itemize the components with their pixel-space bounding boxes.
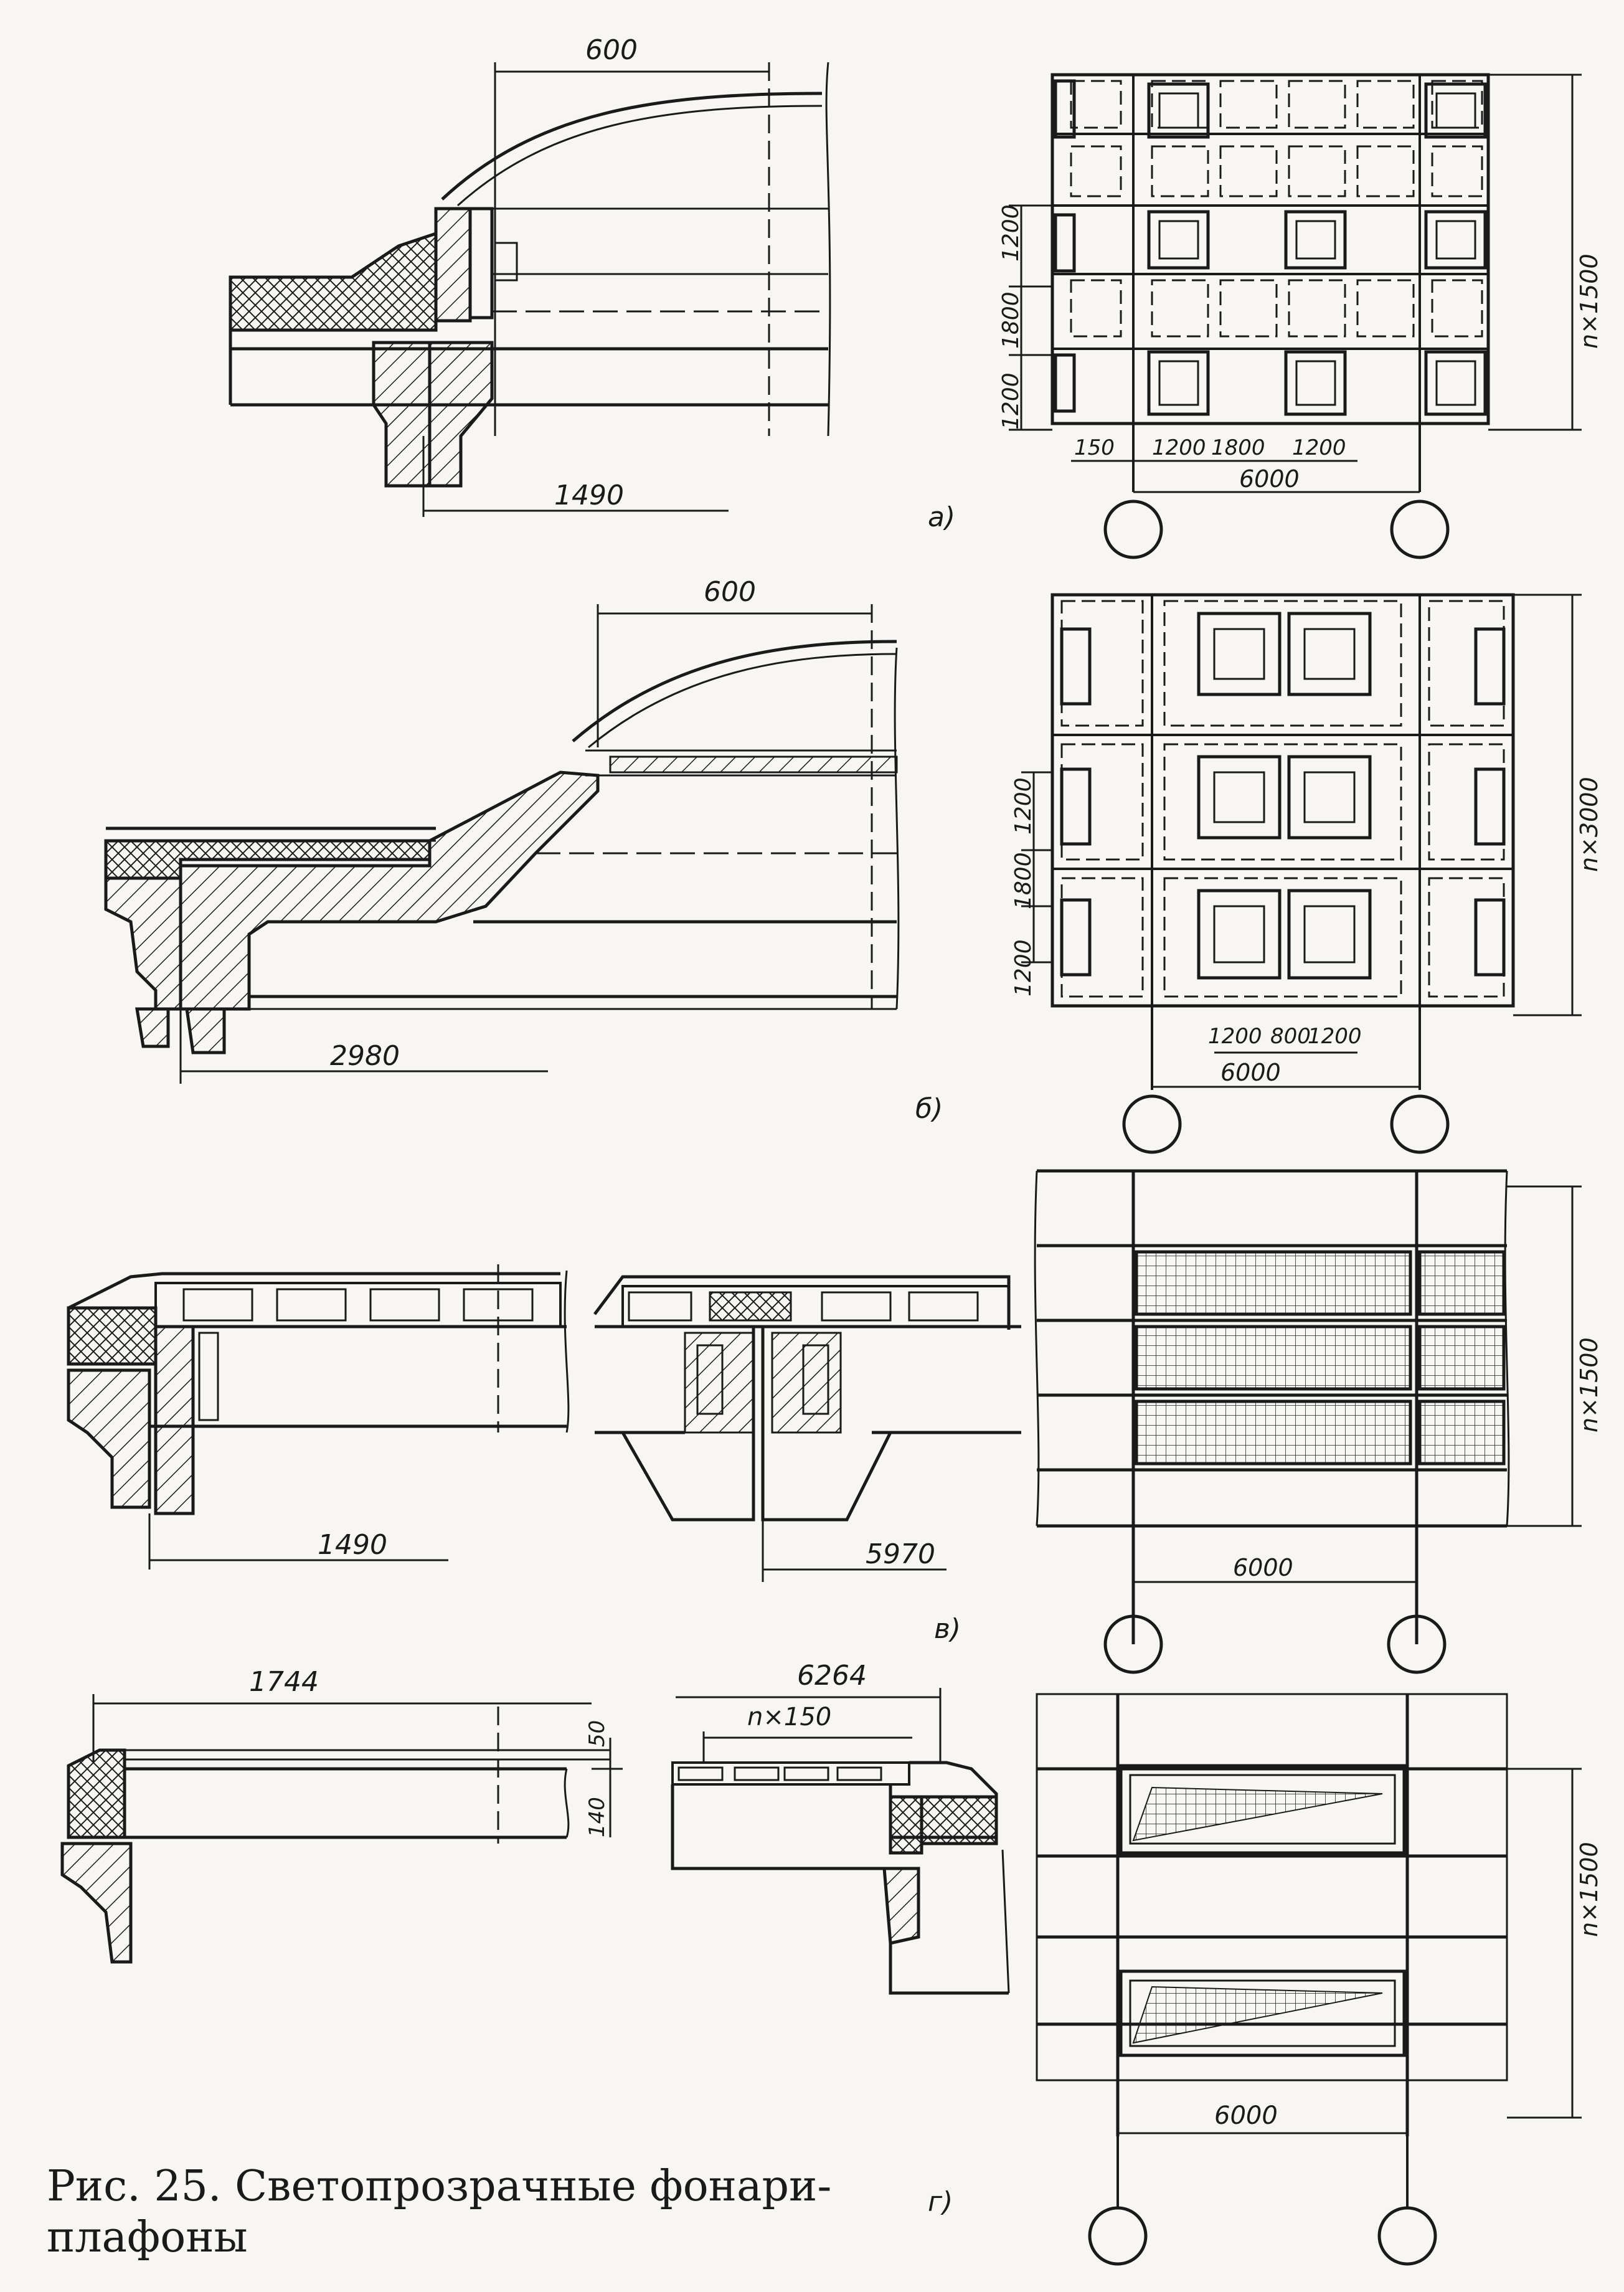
dim-a-plan-h2: 1200: [1152, 435, 1206, 460]
dim-a-plan-v1: 1200: [998, 204, 1024, 262]
dim-a-plan-h4: 1200: [1292, 435, 1346, 460]
section-v-left: [67, 1264, 570, 1570]
dim-b-plan-h3: 1200: [1308, 1024, 1362, 1049]
caption-line-1: Рис. 25. Светопрозрачные фонари-: [47, 2162, 832, 2211]
dim-g-plan-span: 6000: [1214, 2101, 1278, 2130]
dim-a-plan-h3: 1800: [1211, 435, 1265, 460]
section-a: [229, 62, 831, 517]
dim-a-plan-h1: 150: [1074, 435, 1115, 460]
section-g-left: [60, 1694, 623, 1964]
plan-v: [1034, 1169, 1582, 1674]
dim-b-plan-h1: 1200: [1208, 1024, 1262, 1049]
dim-b-plan-v2: 1800: [1011, 852, 1036, 909]
dim-b-2980: 2980: [330, 1040, 400, 1072]
dim-g-140: 140: [585, 1797, 610, 1837]
plan-g: [1036, 1693, 1582, 2266]
dim-b-600: 600: [704, 576, 756, 608]
dim-g-plan-step: n×1500: [1575, 1842, 1603, 1937]
dim-v-1490: 1490: [318, 1529, 387, 1561]
dim-g-1744: 1744: [249, 1666, 319, 1698]
figure-caption: Рис. 25. Светопрозрачные фонари- плафоны: [47, 2161, 831, 2263]
section-g-right: [671, 1688, 1010, 1995]
label-v: в): [934, 1613, 961, 1645]
section-b: [104, 604, 900, 1084]
dim-b-plan-h2: 800: [1270, 1024, 1311, 1049]
figure-a: 600 1490 а) 1200 1800 1200 150 1200 1800…: [229, 34, 1603, 559]
dim-g-n150: n×150: [747, 1703, 831, 1731]
dim-a-plan-step: n×1500: [1575, 253, 1603, 349]
dim-a-1490: 1490: [554, 480, 624, 511]
figure-v: 1490 5970 в) 6000 n×1500: [67, 1169, 1603, 1674]
dim-b-plan-v3: 1200: [1011, 939, 1036, 997]
figure-b: 600 2980 б) 1200 1800 1200 1200 800 1200…: [104, 576, 1603, 1154]
dim-b-plan-step: n×3000: [1575, 777, 1603, 872]
dim-a-plan-v3: 1200: [998, 372, 1024, 430]
dim-v-5970: 5970: [866, 1538, 935, 1570]
plan-b: [1021, 593, 1582, 1154]
dim-a-600: 600: [585, 34, 638, 66]
dim-g-50: 50: [585, 1720, 610, 1747]
dim-v-plan-span: 6000: [1233, 1554, 1293, 1581]
dim-a-plan-v2: 1800: [998, 291, 1024, 349]
dim-g-6264: 6264: [797, 1660, 867, 1692]
label-b: б): [915, 1093, 943, 1125]
section-v-right: [593, 1275, 1021, 1582]
dim-v-plan-step: n×1500: [1575, 1337, 1603, 1432]
dim-b-plan-v1: 1200: [1011, 777, 1036, 835]
label-a: а): [928, 501, 955, 533]
label-g: г): [928, 2186, 953, 2218]
figure-g: 1744 50 140 6264 n×150 г) 6000 n×1500: [60, 1660, 1603, 2266]
plan-a: [1009, 73, 1582, 559]
caption-line-2: плафоны: [47, 2213, 248, 2262]
dim-a-plan-span: 6000: [1239, 465, 1300, 493]
dim-b-plan-span: 6000: [1220, 1059, 1281, 1086]
